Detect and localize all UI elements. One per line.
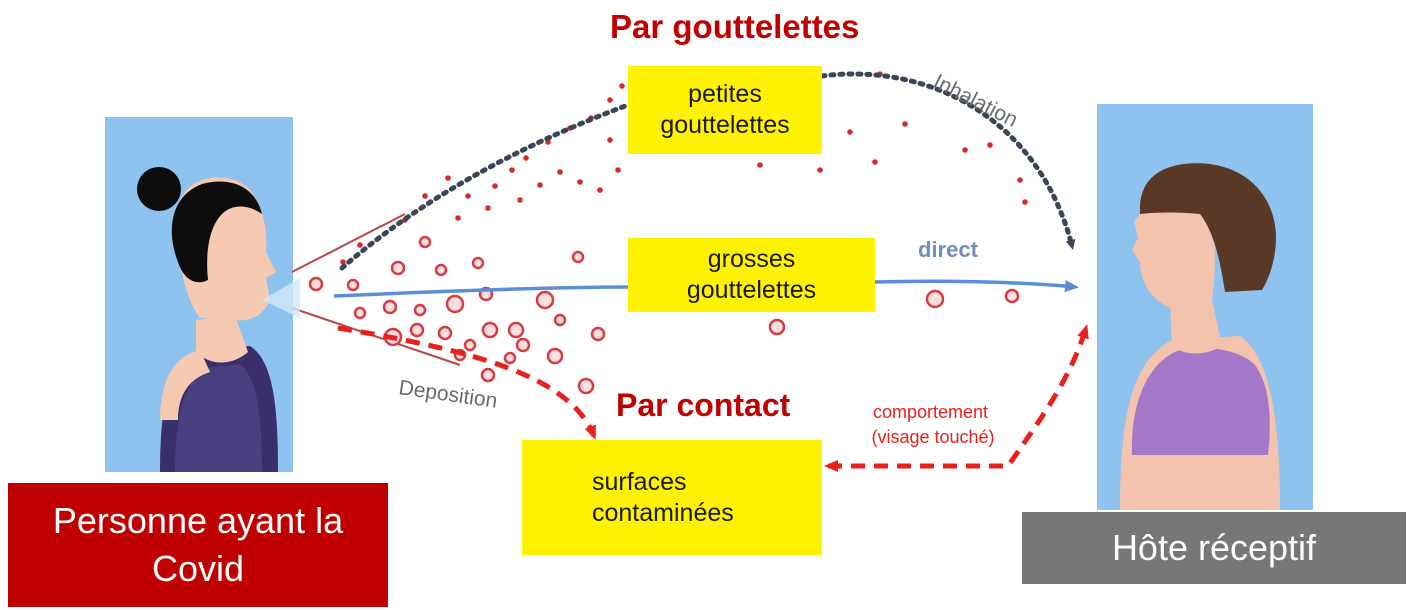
small-droplet <box>757 162 763 168</box>
large-droplet <box>418 235 432 249</box>
small-droplet <box>465 193 471 199</box>
small-droplet <box>902 121 908 127</box>
spray-lines <box>291 213 461 366</box>
large-droplet <box>409 322 425 338</box>
small-droplet <box>817 167 823 173</box>
small-droplet <box>619 83 625 89</box>
small-droplet <box>537 182 543 188</box>
large-droplet <box>507 321 525 339</box>
behavior-label-line-1: comportement <box>873 402 988 422</box>
small-droplet <box>455 215 461 221</box>
large-droplet <box>463 338 477 352</box>
large-droplet <box>515 337 531 353</box>
large-droplet <box>481 321 499 339</box>
large-droplet <box>577 377 595 395</box>
small-droplet <box>962 147 968 153</box>
large-droplet <box>437 325 453 341</box>
large-droplet <box>308 276 324 292</box>
small-droplet <box>615 167 621 173</box>
small-droplet <box>987 142 993 148</box>
small-droplet <box>517 197 523 203</box>
large-droplet <box>1004 288 1020 304</box>
deposition-arrow <box>337 325 597 440</box>
large-droplet <box>445 294 465 314</box>
large-droplet <box>471 256 485 270</box>
droplets-title: Par gouttelettes <box>610 8 860 45</box>
large-droplet <box>768 318 786 336</box>
large-droplet <box>546 347 564 365</box>
small-droplet <box>1022 199 1028 205</box>
small-droplet <box>577 179 583 185</box>
large-droplet <box>353 306 367 320</box>
small-droplet <box>509 167 515 173</box>
large-droplet <box>571 250 585 264</box>
large-droplet <box>503 351 517 365</box>
large-droplet <box>390 260 406 276</box>
small-droplet <box>607 97 613 103</box>
large-droplet <box>413 303 427 317</box>
direct-arrow <box>333 281 1075 296</box>
small-droplet <box>872 159 878 165</box>
small-droplet <box>523 155 529 161</box>
large-droplet <box>382 299 398 315</box>
breath-cone <box>262 278 300 318</box>
source-person-figure <box>105 117 293 472</box>
small-droplet <box>422 193 428 199</box>
small-droplet <box>1017 177 1023 183</box>
small-droplet <box>357 242 363 248</box>
small-droplet <box>445 175 451 181</box>
small-droplet <box>340 259 346 265</box>
direct-label: direct <box>918 237 979 262</box>
contact-title: Par contact <box>616 387 791 423</box>
small-droplet <box>597 187 603 193</box>
large-droplet <box>434 263 448 277</box>
large-droplet <box>535 290 555 310</box>
small-droplet <box>847 129 853 135</box>
large-droplet <box>590 326 606 342</box>
large-droplet <box>346 278 360 292</box>
contact-arrow <box>824 324 1089 472</box>
large-droplets <box>308 235 1020 395</box>
inhalation-arrow <box>339 71 1072 271</box>
large-droplet <box>553 313 567 327</box>
small-droplet <box>492 183 498 189</box>
large-droplet <box>480 367 496 383</box>
deposition-label: Deposition <box>397 376 498 413</box>
host-person-figure <box>1097 104 1313 510</box>
small-droplet <box>557 169 563 175</box>
behavior-label-line-2: (visage touché) <box>871 427 994 447</box>
behavior-label: comportement (visage touché) <box>871 402 994 447</box>
host-caption: Hôte réceptif <box>1022 512 1406 584</box>
small-droplet <box>607 137 613 143</box>
large-droplet <box>925 289 945 309</box>
inhalation-label: Inhalation <box>930 70 1022 132</box>
small-droplet <box>485 205 491 211</box>
